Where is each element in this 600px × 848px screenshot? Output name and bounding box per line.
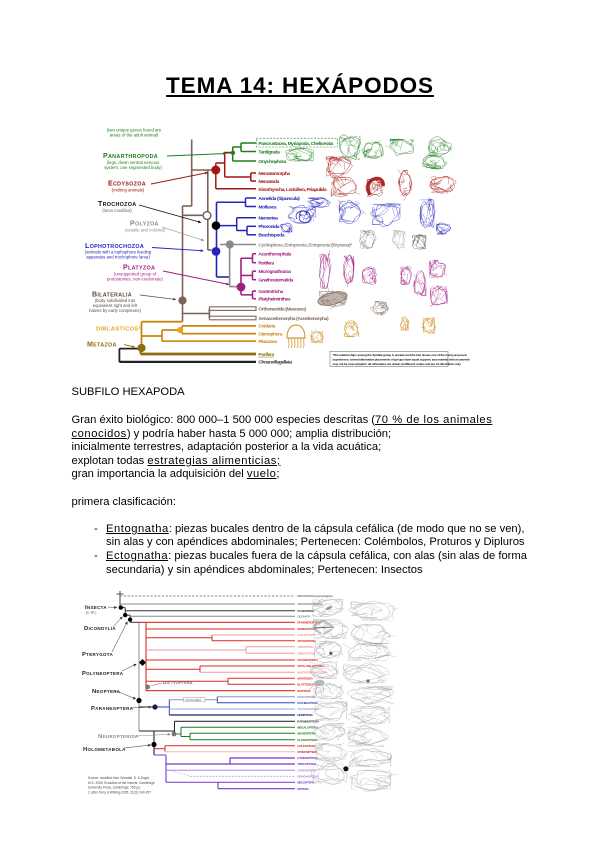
svg-text:DICONDYLIA: DICONDYLIA <box>84 626 116 632</box>
svg-text:TRICHOPTERA: TRICHOPTERA <box>297 762 317 766</box>
svg-text:Orthonectida (Mesozoa): Orthonectida (Mesozoa) <box>258 306 306 312</box>
svg-text:LEPIDOPTERA: LEPIDOPTERA <box>297 769 317 773</box>
svg-text:(body subdivided into: (body subdivided into <box>95 298 136 303</box>
svg-text:(larva modified): (larva modified) <box>102 208 132 213</box>
svg-text:ISOPTERA: ISOPTERA <box>297 689 311 693</box>
svg-text:Micrognathozoa: Micrognathozoa <box>258 269 291 275</box>
svg-text:apparatus and trochophore larv: apparatus and trochophore larva) <box>86 255 150 260</box>
svg-text:Cycliophora, Entoprocta, Ectop: Cycliophora, Entoprocta, Ectoprocta (Bry… <box>258 242 352 248</box>
svg-text:MECOPTERA: MECOPTERA <box>297 781 315 785</box>
svg-text:METAZOA: METAZOA <box>87 342 117 349</box>
svg-text:Gnathostomulida: Gnathostomulida <box>258 278 293 284</box>
svg-text:ECDYSOZOA: ECDYSOZOA <box>108 181 146 188</box>
svg-text:areas of the adult animal): areas of the adult animal) <box>110 133 159 138</box>
svg-text:equivalent right and left: equivalent right and left <box>93 303 138 308</box>
svg-text:Kinorhyncha, Loricifera, Priap: Kinorhyncha, Loricifera, Priapulida <box>258 187 327 193</box>
svg-text:Cnidaria: Cnidaria <box>258 324 275 330</box>
svg-text:PARANEOPTERA: PARANEOPTERA <box>91 706 134 712</box>
svg-text:PTERYGOTA: PTERYGOTA <box>82 652 114 658</box>
svg-text:ENTOGNATHA (paraphyletic): ENTOGNATHA (paraphyletic) <box>297 594 332 598</box>
svg-text:may not be monophyletic; all s: may not be monophyletic; all silhouettes… <box>333 362 462 366</box>
svg-text:SIPHONAPTERA: SIPHONAPTERA <box>297 775 319 779</box>
svg-text:MANTODEA: MANTODEA <box>297 677 313 681</box>
svg-text:THYSANOPTERA: THYSANOPTERA <box>297 707 320 711</box>
svg-text:EMBIOPTERA: EMBIOPTERA <box>297 652 316 656</box>
svg-text:Brachiopoda: Brachiopoda <box>258 233 284 239</box>
svg-text:Ctenophora: Ctenophora <box>258 331 282 337</box>
svg-text:PHASMATODEA: PHASMATODEA <box>297 658 319 662</box>
svg-text:HYMENOPTERA: HYMENOPTERA <box>297 756 319 760</box>
svg-text:Gastrotricha: Gastrotricha <box>258 289 283 295</box>
svg-text:Mollusca: Mollusca <box>258 204 277 210</box>
svg-text:PLATYZOA: PLATYZOA <box>123 265 155 272</box>
svg-text:2. after Terry & Whiting 2005,: 2. after Terry & Whiting 2005, 21(3): 24… <box>88 790 151 794</box>
svg-text:Choanoflagellata: Choanoflagellata <box>258 360 292 366</box>
svg-text:Placozoa: Placozoa <box>258 339 277 345</box>
svg-text:Nemertea: Nemertea <box>258 216 278 222</box>
svg-text:NEUROPTERA: NEUROPTERA <box>297 732 317 736</box>
svg-text:(animals with a lophophore fee: (animals with a lophophore feeding <box>85 250 152 255</box>
svg-text:(two unique genes found are: (two unique genes found are <box>107 128 162 133</box>
svg-text:HOLOMETABOLA: HOLOMETABOLA <box>83 747 126 753</box>
svg-text:HEMIPTERA: HEMIPTERA <box>297 713 314 717</box>
svg-text:Porifera: Porifera <box>258 352 274 358</box>
svg-text:ARCHAEOGNATHA: ARCHAEOGNATHA <box>297 602 323 606</box>
svg-text:Source: modified from Grimaldi: Source: modified from Grimaldi, D. & Eng… <box>88 776 150 780</box>
svg-text:DERMAPTERA: DERMAPTERA <box>297 627 317 631</box>
svg-text:ORTHOPTERA: ORTHOPTERA <box>297 639 317 643</box>
svg-text:M.S. 2005. Evolution of the In: M.S. 2005. Evolution of the Insects. Cam… <box>88 781 155 785</box>
svg-text:protostomes, non-coelomate): protostomes, non-coelomate) <box>107 277 163 282</box>
svg-text:hypotheses; several alternativ: hypotheses; several alternative placemen… <box>333 358 471 362</box>
svg-text:Nematomorpha: Nematomorpha <box>258 171 290 177</box>
svg-text:(unsupported group of: (unsupported group of <box>114 272 157 277</box>
svg-text:GLOSSOPTERA: GLOSSOPTERA <box>297 738 318 742</box>
svg-text:(legs, down ventral nervous: (legs, down ventral nervous <box>107 160 160 165</box>
svg-text:(molting animals): (molting animals) <box>112 188 145 193</box>
svg-text:POLYNEOPTERA: POLYNEOPTERA <box>82 671 124 677</box>
svg-text:Platyhelminthes: Platyhelminthes <box>258 297 290 303</box>
svg-text:Xenacoelomorpha (Acoelomorpha): Xenacoelomorpha (Acoelomorpha) <box>258 316 329 322</box>
svg-text:DIBLASTICOS1: DIBLASTICOS1 <box>96 326 141 333</box>
svg-text:TROCHOZOA: TROCHOZOA <box>98 201 136 208</box>
svg-text:Onychophora: Onychophora <box>258 159 286 165</box>
svg-text:Nematoda: Nematoda <box>258 179 279 185</box>
svg-text:BILATERALIA: BILATERALIA <box>92 292 132 299</box>
svg-text:DICTYOPTERA: DICTYOPTERA <box>163 680 193 685</box>
svg-text:LOPHOTROCHOZOA: LOPHOTROCHOZOA <box>85 243 144 250</box>
svg-text:COLEOPTERA: COLEOPTERA <box>297 744 316 748</box>
svg-text:PLECOPTERA: PLECOPTERA <box>297 633 316 637</box>
svg-text:PSOCOPTERA: PSOCOPTERA <box>297 695 317 699</box>
svg-text:Phoronida: Phoronida <box>258 224 279 230</box>
svg-text:PSOCODEA: PSOCODEA <box>186 698 202 702</box>
svg-text:halves by early complexes): halves by early complexes) <box>89 308 141 313</box>
svg-text:ZYGENTOMA: ZYGENTOMA <box>297 609 315 613</box>
svg-text:GRYLLOBLATTODEA: GRYLLOBLATTODEA <box>297 664 325 668</box>
svg-text:DIPTERA: DIPTERA <box>297 787 310 791</box>
svg-text:MANTOPHASMATODEA: MANTOPHASMATODEA <box>297 671 328 675</box>
svg-text:POLYZOA: POLYZOA <box>130 221 159 228</box>
svg-text:PHTHIRAPTERA: PHTHIRAPTERA <box>297 701 319 705</box>
svg-text:(s. str.): (s. str.) <box>86 611 96 615</box>
svg-text:ODONATA: ODONATA <box>297 615 311 619</box>
svg-text:University Press, Cambridge; 7: University Press, Cambridge; 755 pp. <box>88 786 141 790</box>
svg-text:Acanthocephala: Acanthocephala <box>258 252 291 258</box>
svg-text:EPHEMEROPTERA: EPHEMEROPTERA <box>297 621 322 625</box>
svg-text:Rotifera: Rotifera <box>258 261 274 267</box>
svg-text:*The relationships among the S: *The relationships among the Spiralia gr… <box>333 353 467 357</box>
svg-text:ZORAPTERA: ZORAPTERA <box>297 645 315 649</box>
svg-text:(sessile and colonial): (sessile and colonial) <box>125 228 166 233</box>
svg-text:RAPHIDIOPTERA: RAPHIDIOPTERA <box>297 720 320 724</box>
svg-text:NEUROPTERIDA: NEUROPTERIDA <box>98 734 139 740</box>
svg-text:Pancrustacea, Myriapoda, Cheli: Pancrustacea, Myriapoda, Chelicerata <box>258 141 333 147</box>
svg-text:BLATTODEA: BLATTODEA <box>297 683 314 687</box>
svg-text:MEGALOPTERA: MEGALOPTERA <box>297 726 319 730</box>
svg-text:Annelida (Sipuncula): Annelida (Sipuncula) <box>258 196 300 202</box>
svg-text:NEOPTERA: NEOPTERA <box>92 689 121 695</box>
svg-text:Tardigrada: Tardigrada <box>258 149 280 155</box>
svg-text:PANARTHROPODA: PANARTHROPODA <box>103 153 158 160</box>
svg-text:STREPSIPTERA: STREPSIPTERA <box>297 750 318 754</box>
svg-text:INSECTA: INSECTA <box>85 605 107 611</box>
svg-text:system, one segmented body): system, one segmented body) <box>104 165 162 170</box>
